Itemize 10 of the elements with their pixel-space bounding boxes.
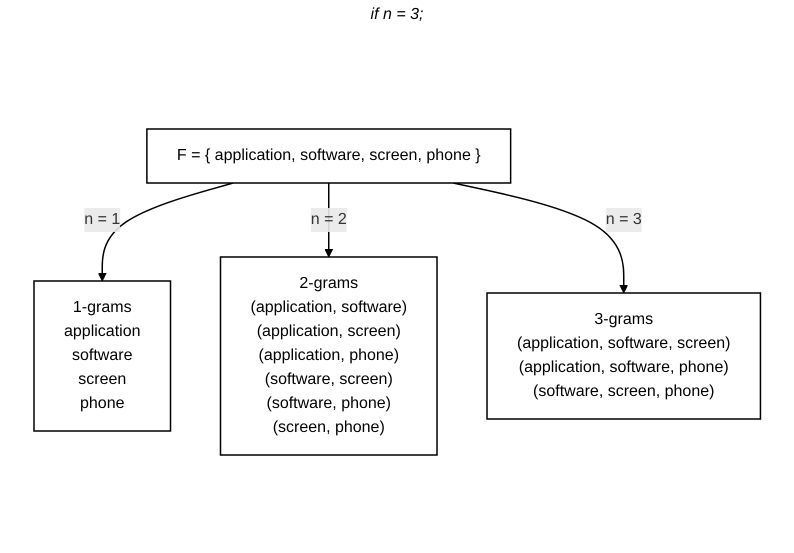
- condition-note: if n = 3;: [370, 6, 424, 23]
- node-box: 3-grams (application, software, screen) (application, software, phone) (software, screen, phone): [486, 292, 761, 420]
- node-box: 2-grams (application, software) (application, screen) (application, phone) (software, screen) (software, phone) (screen, phone): [220, 256, 438, 456]
- arrow: [98, 182, 234, 281]
- arrow: [452, 182, 628, 293]
- node-box: F = { application, software, screen, phone }: [146, 128, 512, 184]
- edge-label: n = 2: [310, 210, 347, 228]
- node-box: 1-grams application software screen phone: [33, 280, 172, 432]
- edge-label: n = 3: [605, 210, 642, 228]
- edge-label: n = 1: [84, 210, 120, 228]
